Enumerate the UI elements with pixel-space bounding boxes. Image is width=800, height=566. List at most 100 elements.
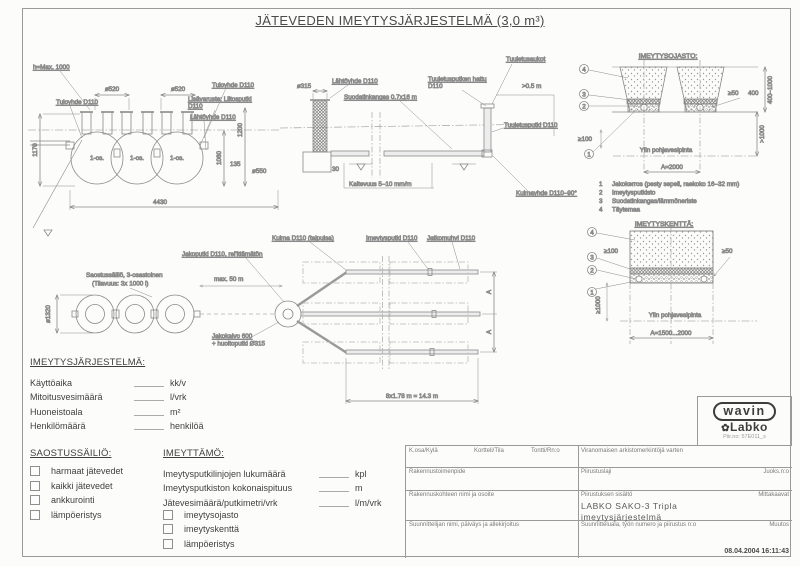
cell-location: K.osa/Kylä Kortteli/Tila Tontti/Rn:o	[406, 446, 578, 467]
drawing-number: Piir.no: 57E011_s	[723, 433, 766, 440]
cell-suunnitteluala: Suunnitteluala, työn numero ja piirustus…	[578, 520, 792, 558]
ojasto-callout-1: 1	[587, 152, 591, 159]
label-tuloyhde-1: Tuloyhde D110	[56, 99, 99, 106]
legend-num-3: 3	[599, 198, 603, 205]
ojasto-title: IMEYTYSOJASTO:	[639, 53, 698, 60]
blank-field	[319, 497, 349, 507]
dim-dia1320: ø1320	[45, 305, 52, 323]
tank-label-3: 1-os.	[170, 155, 184, 162]
label-piirustuslaji: Piirustuslaji	[581, 469, 612, 475]
wavin-logo: wavin	[713, 402, 776, 421]
checkbox	[163, 524, 173, 535]
blank-field	[319, 482, 349, 492]
field-unit: henkilöä	[170, 421, 204, 431]
checkbox-label: lämpöeristys	[184, 538, 235, 549]
title-block-rule	[406, 490, 792, 491]
dim-1060: 1060	[216, 151, 223, 166]
label-tuuletusaukot: Tuuletusaukot	[506, 56, 546, 63]
form-row: Imeytysputkiston kokonaispituus m	[163, 479, 401, 493]
legend-text-3: Suodatinkangas/lämmöneriste	[612, 198, 697, 205]
elevation-drawing: h=Max. 1000 ø520 ø520 Tuloyhde D110 Tulo…	[28, 64, 280, 237]
form-row: Henkilömäärä henkilöä	[30, 417, 226, 431]
label-kortteli: Kortteli/Tila	[474, 448, 504, 454]
kentta-callout-3: 3	[590, 255, 594, 262]
checkbox	[30, 466, 40, 477]
labko-logo-text: Labko	[730, 419, 768, 434]
kentta-title: IMEYTYSKENTTÄ:	[635, 220, 694, 228]
kentta-drawing: IMEYTYSKENTTÄ: 4 3 2 1 ≥100 ≥50 ≥1000 Yl…	[587, 220, 757, 344]
checkbox-label: ankkurointi	[51, 495, 95, 506]
checkbox	[163, 538, 173, 549]
field-unit: m	[355, 483, 363, 493]
field-label: Mitoitusvesimäärä	[30, 392, 103, 402]
checkbox	[30, 480, 40, 491]
field-label: Imeytysputkilinjojen lukumäärä	[163, 468, 286, 479]
kentta-ge100: ≥100	[604, 248, 618, 255]
legend-num-1: 1	[599, 181, 603, 188]
cell-toimenpide: Rakennustoimenpide	[406, 467, 578, 490]
label-saostus-2: (Tilavuus: 3x 1000 l)	[92, 281, 148, 288]
blank-field	[134, 406, 164, 416]
label-hattu-2: D110	[428, 83, 443, 90]
blank-field	[134, 377, 164, 387]
checkbox	[30, 509, 40, 520]
field-label: Imeytysputkiston kokonaispituus	[163, 483, 293, 493]
cell-archive: Viranomaisen arkistomerkintöjä varten	[578, 446, 792, 467]
legend-text-2: Imeytysputkisto	[612, 190, 656, 197]
saostus-form: SAOSTUSSÄILIÖ: harmaat jätevedet kaikki …	[30, 448, 160, 522]
kentta-ge1000: ≥1000	[595, 296, 602, 314]
checkbox-label: kaikki jätevedet	[51, 480, 113, 491]
label-dia520-2: ø520	[171, 86, 186, 93]
labko-logo: ✿Labko	[721, 419, 768, 434]
label-suunnittelijan: Suunnittelijan nimi, päiväys ja allekirj…	[409, 522, 520, 528]
ojasto-gt1000: >1000	[759, 125, 766, 143]
form-row: Mitoitusvesimäärä l/vrk	[30, 388, 226, 402]
dim-a-2: A	[486, 329, 493, 334]
ojasto-callout-3: 3	[582, 92, 586, 99]
ojasto-legend: 1 Jakokerros (pesty sepeli, raekoko 16–3…	[599, 181, 740, 214]
cell-sisalto: Piirustuksen sisältö Mittakaavat LABKO S…	[578, 490, 792, 522]
label-kosa: K.osa/Kylä	[409, 448, 438, 454]
checkbox-row: ankkurointi	[30, 493, 160, 508]
checkbox-row: kaikki jätevedet	[30, 479, 160, 494]
ojasto-a2000: A=2000	[661, 164, 683, 171]
kentta-pohjavesi: Ylin pohjavesipinta	[649, 312, 702, 319]
field-unit: kpl	[355, 468, 367, 479]
legend-num-2: 2	[599, 190, 603, 197]
field-label: Henkilömäärä	[30, 421, 86, 431]
section-drawing: ø315 Lähtöyhde D110 Suodatinkangas 0.7x1…	[279, 56, 578, 197]
label-rakennustoimenpide: Rakennustoimenpide	[409, 469, 466, 475]
label-imeytysputki: Imeytysputki D110	[366, 235, 418, 242]
checkbox-label: imeytyskenttä	[184, 524, 240, 535]
checkbox-label: harmaat jätevedet	[51, 466, 124, 477]
checkbox-label: imeytysojasto	[184, 509, 239, 520]
cell-kohde: Rakennuskohteen nimi ja osoite	[406, 490, 578, 520]
dim-05m: >0.5 m	[522, 83, 541, 90]
label-piirustuksen: Piirustuksen sisältö	[581, 492, 633, 498]
tank-label-2: 1-os.	[130, 155, 144, 162]
label-suunnitteluala: Suunnitteluala, työn numero ja piirustus…	[581, 522, 697, 528]
saostus-form-title: SAOSTUSSÄILIÖ:	[30, 448, 112, 459]
label-tuuletusputki: Tuuletusputki D110	[504, 122, 558, 129]
legend-text-1: Jakokerros (pesty sepeli, raekoko 16–32 …	[612, 181, 739, 188]
legend-text-4: Täytemaa	[612, 207, 640, 214]
content-line-1: LABKO SAKO-3 Tripla	[581, 501, 678, 511]
checkbox	[163, 509, 173, 520]
dim-1200: 1200	[237, 123, 244, 138]
kentta-callout-2: 2	[590, 268, 594, 275]
title-block-divider	[578, 446, 579, 558]
tank-label-1: 1-os.	[90, 155, 104, 162]
label-mittakaavat: Mittakaavat	[758, 492, 789, 498]
kentta-callout-4: 4	[590, 230, 594, 237]
field-unit: l/vrk	[170, 392, 187, 402]
checkbox-row: lämpöeristys	[30, 508, 160, 523]
legend-num-4: 4	[599, 207, 603, 214]
checkbox-row: imeytyskenttä	[163, 522, 401, 537]
imeyttamo-form: IMEYTTÄMÖ: Imeytysputkilinjojen lukumäär…	[163, 448, 401, 551]
field-unit: m²	[170, 406, 181, 417]
